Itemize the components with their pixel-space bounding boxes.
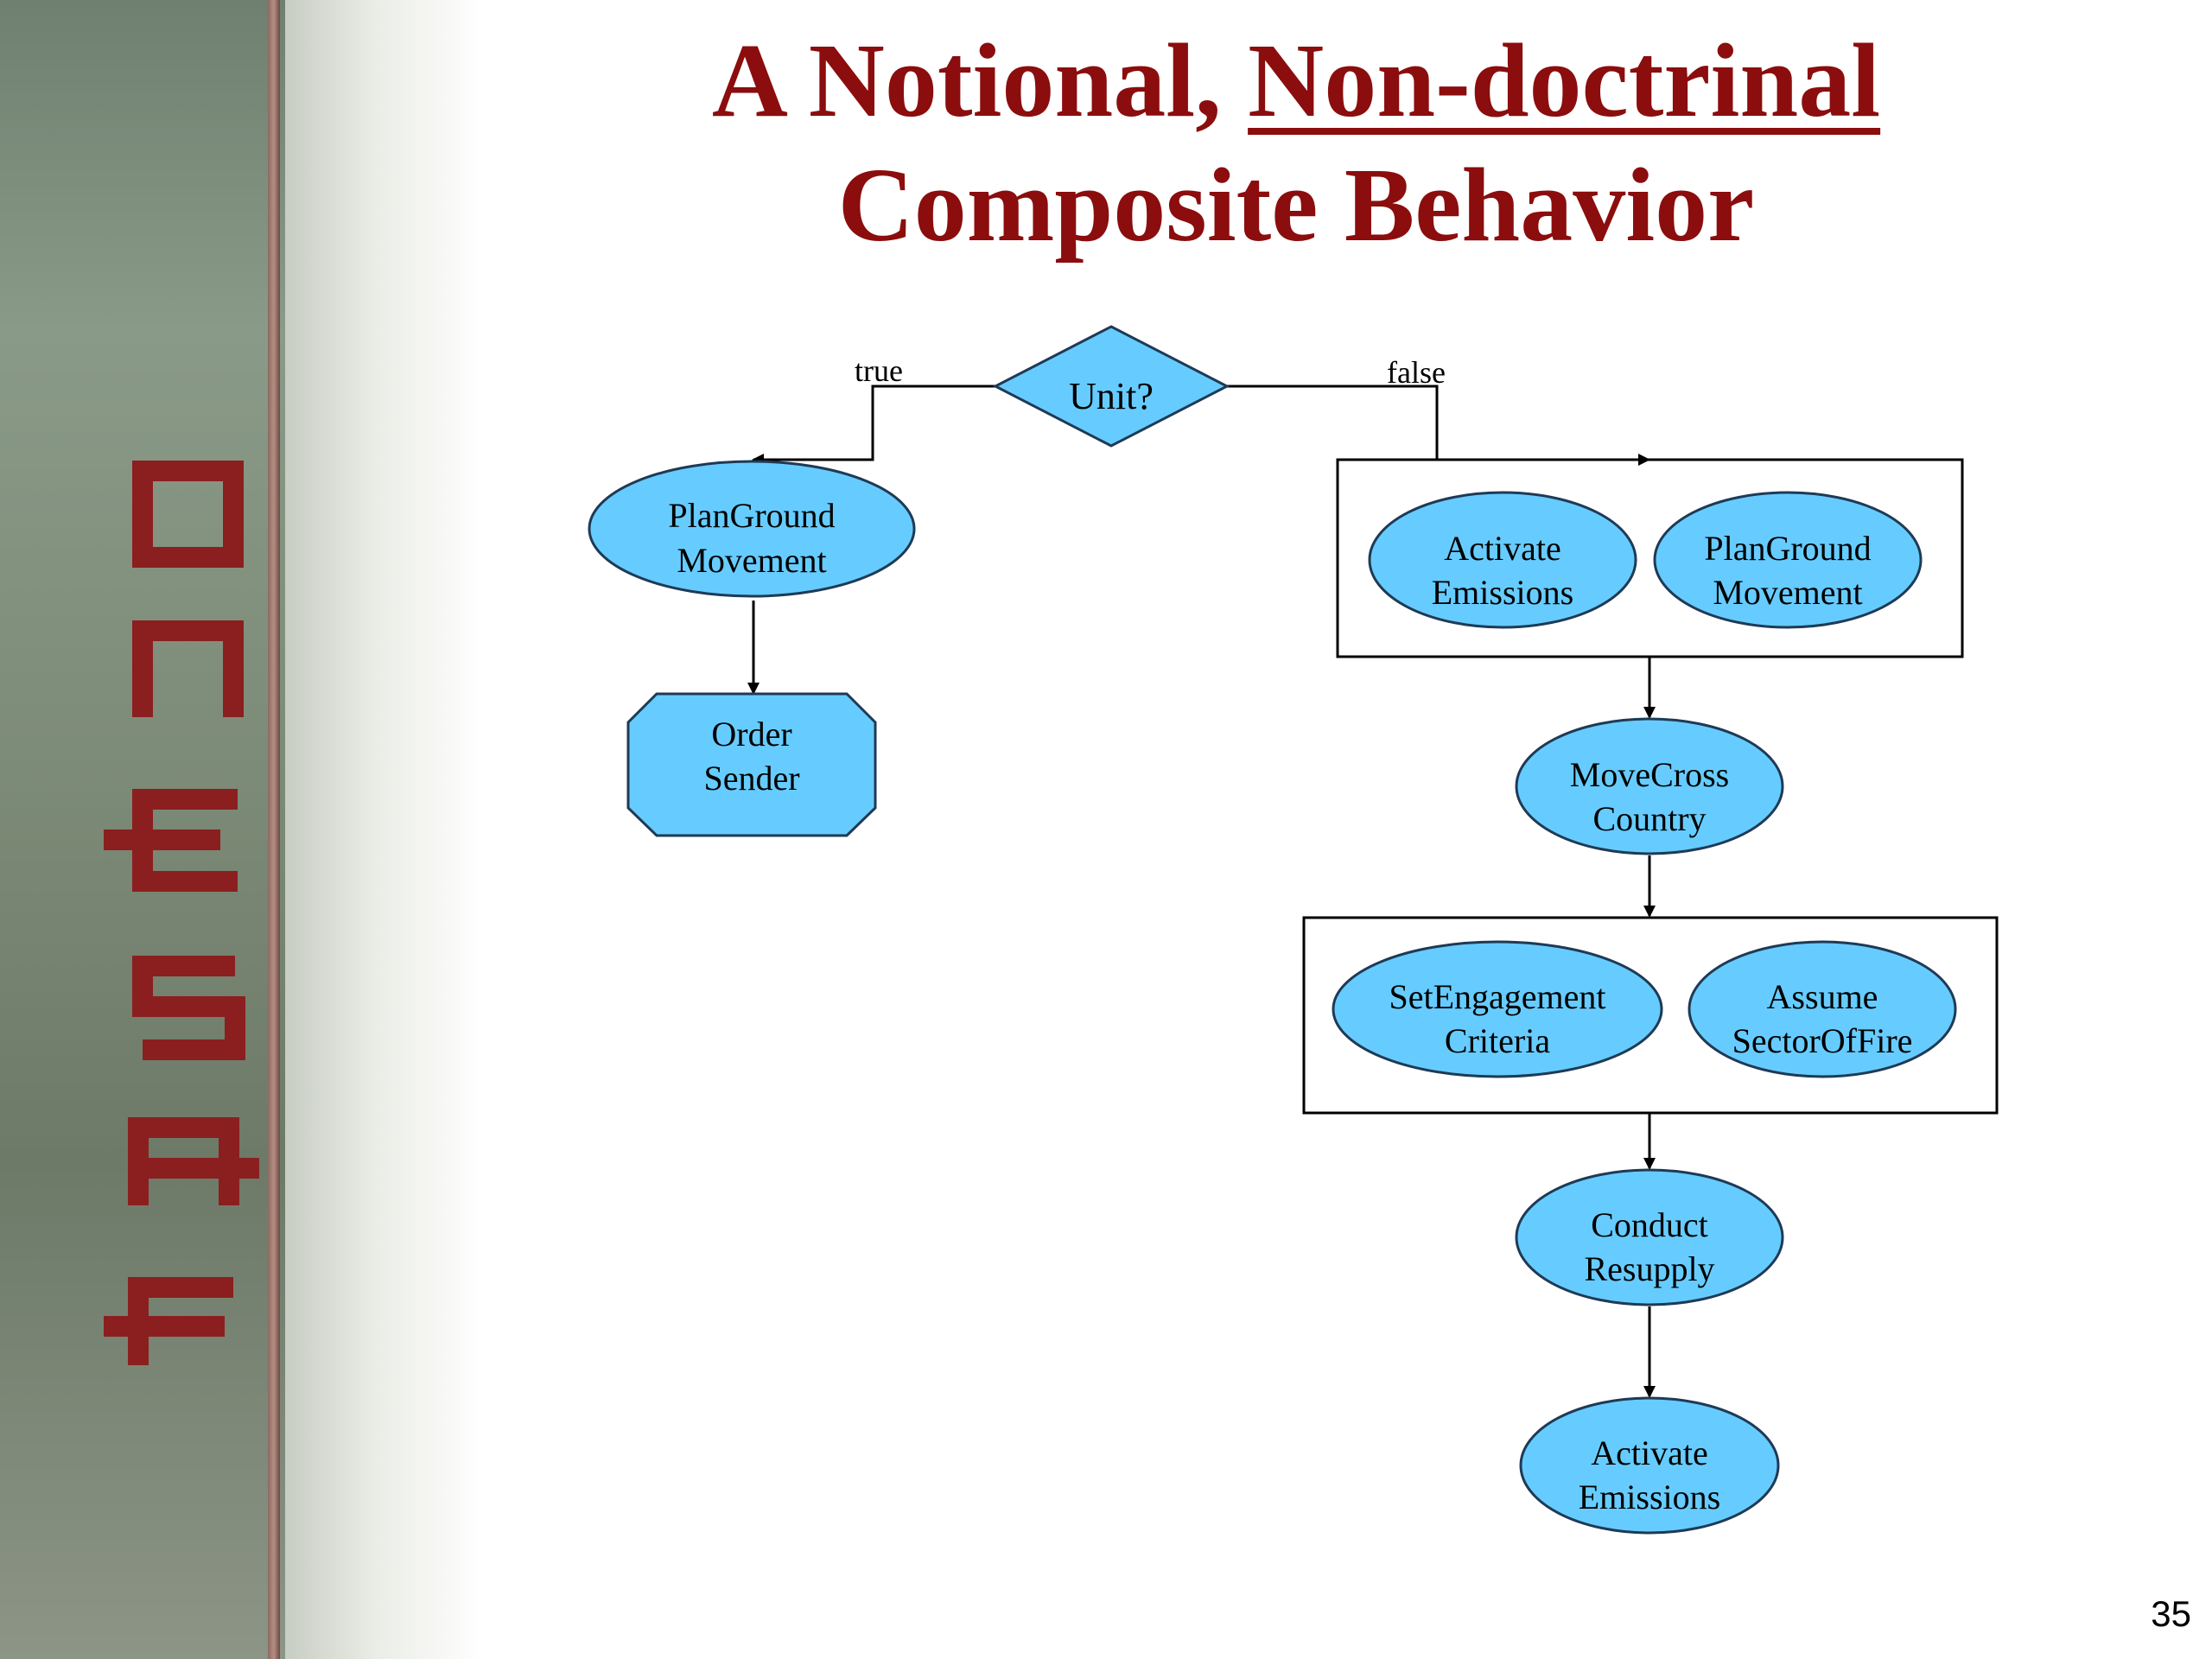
node-label-line1: Order xyxy=(711,715,791,753)
parallel-group-1 xyxy=(1336,458,1964,658)
page-number: 35 xyxy=(2151,1593,2191,1634)
node-label-line2: Resupply xyxy=(1584,1249,1714,1288)
node-label-line1: Activate xyxy=(1591,1433,1708,1472)
node-label-line2: Emissions xyxy=(1432,573,1573,612)
edge-true xyxy=(752,385,995,466)
sidebar-stripe xyxy=(268,0,280,1659)
node-plan-ground-movement-false: PlanGround Movement xyxy=(1653,491,1923,629)
camo-fade xyxy=(285,0,484,1659)
logo-letter-o xyxy=(132,461,244,568)
title-line2: Composite Behavior xyxy=(837,147,1755,264)
node-plan-ground-movement-true: PlanGround Movement xyxy=(588,460,916,598)
node-label-line2: SectorOfFire xyxy=(1732,1021,1913,1060)
title-part1: A Notional, xyxy=(711,22,1249,139)
node-order-sender: Order Sender xyxy=(626,692,877,837)
logo-letter-a xyxy=(128,1117,259,1205)
node-label-line1: PlanGround xyxy=(1704,529,1871,568)
sidebar-background xyxy=(0,0,285,1659)
node-label-line1: Conduct xyxy=(1591,1205,1708,1244)
parallel-group-2 xyxy=(1302,916,1999,1115)
node-activate-emissions-1: Activate Emissions xyxy=(1368,491,1637,629)
node-label-line1: Activate xyxy=(1444,529,1561,568)
node-conduct-resupply: Conduct Resupply xyxy=(1515,1168,1784,1306)
edge-label-false: false xyxy=(1387,355,1446,390)
node-assume-sector-of-fire: Assume SectorOfFire xyxy=(1688,940,1957,1078)
slide-title: A Notional, Non-doctrinal Composite Beha… xyxy=(484,19,2108,268)
logo-letter-f xyxy=(104,1277,233,1365)
title-underlined: Non-doctrinal xyxy=(1248,22,1881,139)
node-label-line2: Country xyxy=(1592,799,1706,838)
node-label-line1: MoveCross xyxy=(1570,755,1729,794)
node-label-line1: SetEngagement xyxy=(1389,977,1605,1016)
logo-letter-n xyxy=(132,620,244,717)
node-label-line2: Movement xyxy=(1713,573,1862,612)
node-label-line2: Criteria xyxy=(1445,1021,1550,1060)
node-label-line2: Movement xyxy=(677,541,826,580)
decision-label: Unit? xyxy=(1069,375,1154,417)
node-label-line2: Emissions xyxy=(1579,1478,1720,1516)
onesaf-logo xyxy=(104,461,259,1365)
decision-node: Unit? xyxy=(992,325,1230,448)
node-activate-emissions-2: Activate Emissions xyxy=(1519,1396,1780,1535)
node-label-line1: PlanGround xyxy=(668,496,835,535)
node-set-engagement-criteria: SetEngagement Criteria xyxy=(1332,940,1663,1078)
edge-label-true: true xyxy=(855,353,903,388)
node-label-line2: Sender xyxy=(703,759,799,798)
node-label-line1: Assume xyxy=(1767,977,1878,1016)
logo-letter-s xyxy=(132,956,245,1060)
node-move-cross-country: MoveCross Country xyxy=(1515,717,1784,855)
logo-letter-e xyxy=(104,789,238,892)
edge-false xyxy=(1227,385,1650,466)
